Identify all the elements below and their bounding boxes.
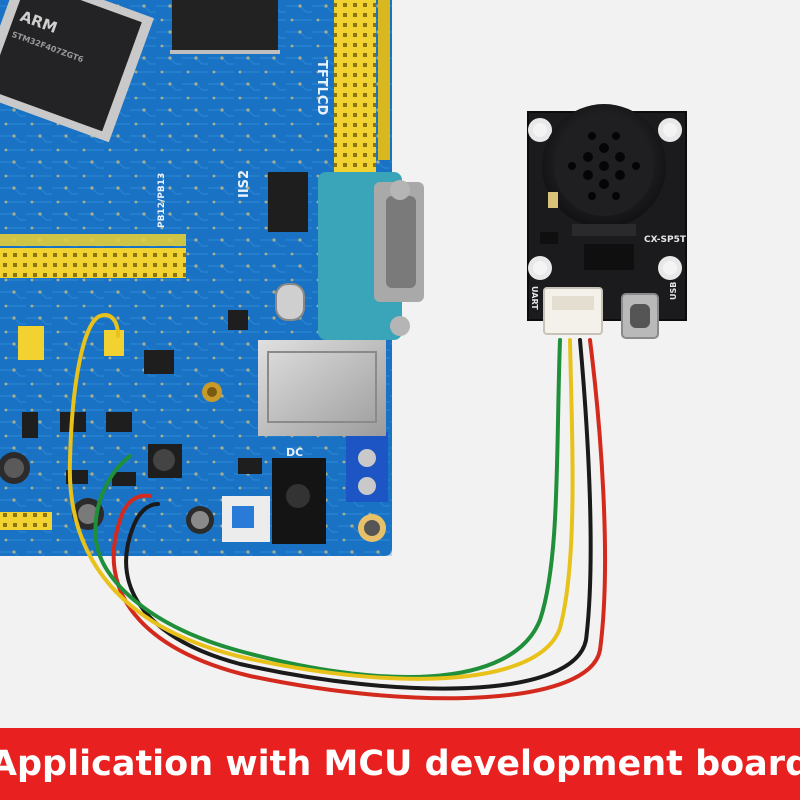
caption-text: Application with MCU development board [0, 744, 800, 784]
dc-silk-label: DC [286, 446, 303, 459]
mcu-board: ARM STM32F407ZGT6 TFTLCD IIS2 PB12/PB13 … [0, 0, 424, 556]
module-model-label: CX-SP5T [644, 235, 687, 245]
uart-connector [543, 287, 603, 335]
usb-silk-label: USB [669, 282, 678, 300]
caption-banner: Application with MCU development board [0, 728, 800, 800]
pin-header-horizontal [0, 248, 186, 278]
speaker-module: CX-SP5T UART USB [527, 104, 687, 339]
uart-silk-label: UART [530, 286, 539, 310]
pin-silk-label: PB12/PB13 [157, 173, 167, 228]
speaker-grille [542, 104, 666, 236]
lcd-silk-label: TFTLCD [314, 60, 329, 115]
db9-connector [318, 172, 424, 340]
wire-red [111, 338, 608, 701]
wire-black [124, 338, 593, 691]
ic-chip [268, 172, 308, 232]
ethernet-jack [258, 340, 386, 436]
iis-silk-label: IIS2 [237, 170, 252, 198]
pin-header-vertical [334, 0, 376, 178]
mcu-chip: ARM STM32F407ZGT6 [0, 0, 154, 143]
wire-green [93, 338, 562, 680]
memory-chip [172, 0, 278, 52]
wire-yellow [67, 313, 575, 681]
wire-harness [67, 313, 608, 701]
